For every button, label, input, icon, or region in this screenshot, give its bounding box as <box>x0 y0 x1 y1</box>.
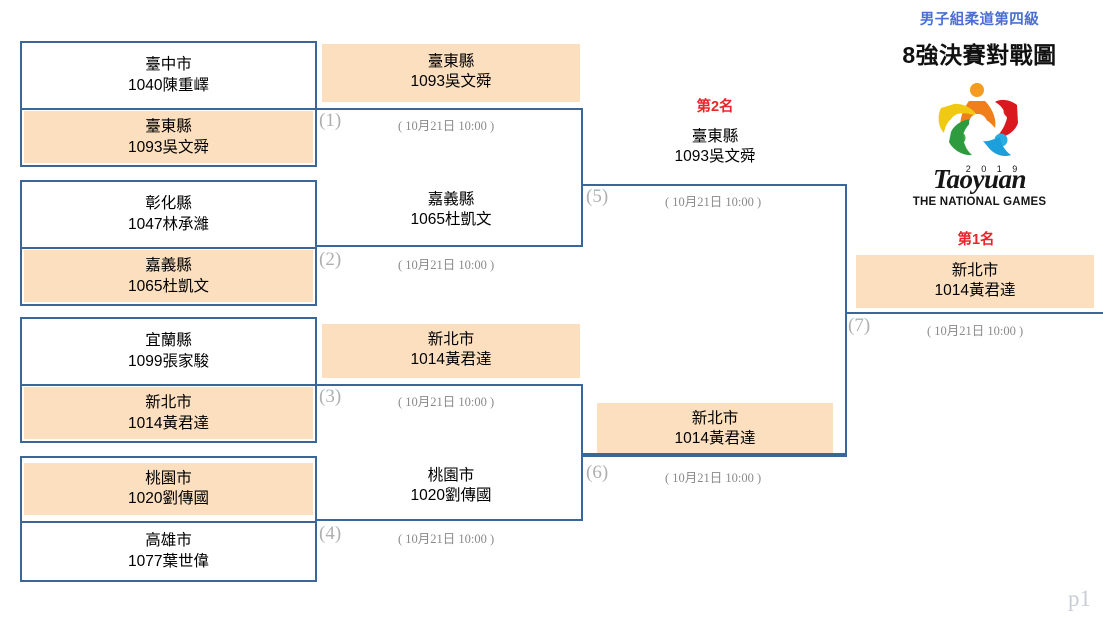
r1-pair-4-divider <box>20 521 317 523</box>
second-place-label: 第2名 <box>696 99 734 115</box>
r1-p3-bottom-highlight <box>24 387 313 439</box>
r1-pair-2-top-competitor[interactable]: 彰化縣 1047林承濰 <box>22 182 315 247</box>
competitor-org: 臺東縣 <box>145 118 192 136</box>
r1-pair-1-frame <box>20 41 317 167</box>
logo-year: 2 0 1 9 <box>965 164 1022 174</box>
competitor-athlete: 1014黃君達 <box>674 430 756 448</box>
r1-pair-2-divider <box>20 247 317 249</box>
logo-tagline: THE NATIONAL GAMES <box>912 196 1047 208</box>
semifinal-slot-lower-highlight <box>597 403 833 453</box>
competitor-org: 新北市 <box>951 262 999 279</box>
semifinal-slot-lower[interactable]: 新北市 1014黃君達 <box>597 409 833 449</box>
r1-pair-3-top-competitor[interactable]: 宜蘭縣 1099張家駿 <box>22 319 315 384</box>
competitor-athlete: 1014黃君達 <box>128 414 209 432</box>
match-number-2: (2) <box>319 249 342 270</box>
semifinal-6-connector <box>583 455 847 457</box>
competitor-org: 臺東縣 <box>691 128 739 145</box>
header: 男子組柔道第四級 8強決賽對戰圖 <box>856 0 1103 208</box>
r2-match-6-frame <box>317 384 583 521</box>
page-title: 8強決賽對戰圖 <box>902 42 1057 68</box>
competitor-org: 新北市 <box>427 331 475 348</box>
final-frame-baseline <box>845 312 1103 314</box>
r1-pair-3-frame <box>20 317 317 443</box>
r2-slot-1[interactable]: 臺東縣 1093吳文舜 <box>322 52 580 92</box>
event-subtitle: 男子組柔道第四級 <box>919 12 1040 28</box>
match-number-6: (6) <box>586 462 609 483</box>
competitor-org: 嘉義縣 <box>145 257 192 275</box>
competitor-athlete: 1065杜凱文 <box>128 277 209 295</box>
competitor-org: 新北市 <box>145 394 192 412</box>
competitor-athlete: 1014黃君達 <box>934 282 1016 300</box>
r2-slot-4[interactable]: 桃園市 1020劉傳國 <box>322 466 580 506</box>
r2-slot-3-highlight <box>322 324 580 378</box>
r1-pair-2-frame <box>20 180 317 306</box>
match-date-6: ( 10月21日 10:00 ) <box>665 471 762 485</box>
match-number-5: (5) <box>586 186 609 207</box>
match-date-1: ( 10月21日 10:00 ) <box>398 119 495 133</box>
match-date-4: ( 10月21日 10:00 ) <box>398 532 495 546</box>
competitor-athlete: 1065杜凱文 <box>410 211 492 229</box>
competitor-athlete: 1020劉傳國 <box>128 490 209 507</box>
match-date-2: ( 10月21日 10:00 ) <box>398 258 495 272</box>
competitor-org: 高雄市 <box>145 532 192 550</box>
champion-highlight <box>856 255 1094 308</box>
match-date-3: ( 10月21日 10:00 ) <box>398 395 495 409</box>
r1-pair-1-divider <box>20 108 317 110</box>
r1-pair-4-frame <box>20 456 317 582</box>
r1-pair-3-divider <box>20 384 317 386</box>
r2-slot-2[interactable]: 嘉義縣 1065杜凱文 <box>322 190 580 230</box>
competitor-org: 臺東縣 <box>427 53 475 70</box>
match-date-7: ( 10月21日 10:00 ) <box>927 324 1024 338</box>
page-number: p1 <box>1068 586 1091 611</box>
final-frame-vertical <box>845 253 847 363</box>
competitor-org: 桃園市 <box>427 467 475 484</box>
match-number-4: (4) <box>319 523 342 544</box>
r1-p4-top-highlight <box>24 463 313 515</box>
competitor-athlete: 1093吳文舜 <box>674 148 756 166</box>
match-date-5: ( 10月21日 10:00 ) <box>665 195 762 209</box>
competitor-athlete: 1020劉傳國 <box>410 487 492 505</box>
r1-p2-bottom-highlight <box>24 250 313 302</box>
competitor-athlete: 1099張家駿 <box>128 352 209 370</box>
competitor-org: 彰化縣 <box>145 195 192 213</box>
r1-pair-4-bottom-competitor[interactable]: 高雄市 1077葉世偉 <box>22 523 315 580</box>
r2-slot-1-highlight <box>322 44 580 102</box>
competitor-org: 新北市 <box>691 410 739 427</box>
match-number-3: (3) <box>319 386 342 407</box>
semifinal-slot-upper[interactable]: 臺東縣 1093吳文舜 <box>583 127 847 167</box>
match-number-1: (1) <box>319 110 342 131</box>
competitor-org: 宜蘭縣 <box>145 332 192 350</box>
match-number-7: (7) <box>848 315 871 336</box>
r1-p1-bottom-highlight <box>24 111 313 163</box>
competitor-athlete: 1040陳重嶧 <box>128 76 209 94</box>
competitor-org: 臺中市 <box>145 56 192 74</box>
competitor-athlete: 1014黃君達 <box>410 351 492 369</box>
competitor-org: 嘉義縣 <box>427 191 475 208</box>
r2-slot-3[interactable]: 新北市 1014黃君達 <box>322 330 580 370</box>
champion-slot[interactable]: 新北市 1014黃君達 <box>856 261 1094 301</box>
first-place-label: 第1名 <box>957 232 995 248</box>
logo-wordmark: Taoyuan <box>932 164 1027 194</box>
r1-pair-3-bottom-competitor[interactable]: 新北市 1014黃君達 <box>22 386 315 441</box>
r1-pair-1-bottom-competitor[interactable]: 臺東縣 1093吳文舜 <box>22 110 315 165</box>
r1-pair-2-bottom-competitor[interactable]: 嘉義縣 1065杜凱文 <box>22 249 315 304</box>
competitor-org: 桃園市 <box>145 469 192 487</box>
r1-pair-4-top-competitor[interactable]: 桃園市 1020劉傳國 <box>22 460 315 518</box>
competitor-athlete: 1047林承濰 <box>128 215 209 233</box>
competitor-athlete: 1077葉世偉 <box>128 552 209 570</box>
taoyuan-games-logo: 2 0 1 9 Taoyuan THE NATIONAL GAMES <box>856 78 1103 208</box>
r1-pair-1-top-competitor[interactable]: 臺中市 1040陳重嶧 <box>22 43 315 108</box>
competitor-athlete: 1093吳文舜 <box>128 138 209 156</box>
r2-match-5-frame <box>317 108 583 247</box>
games-emblem-icon <box>938 83 1018 157</box>
competitor-athlete: 1093吳文舜 <box>410 73 492 91</box>
